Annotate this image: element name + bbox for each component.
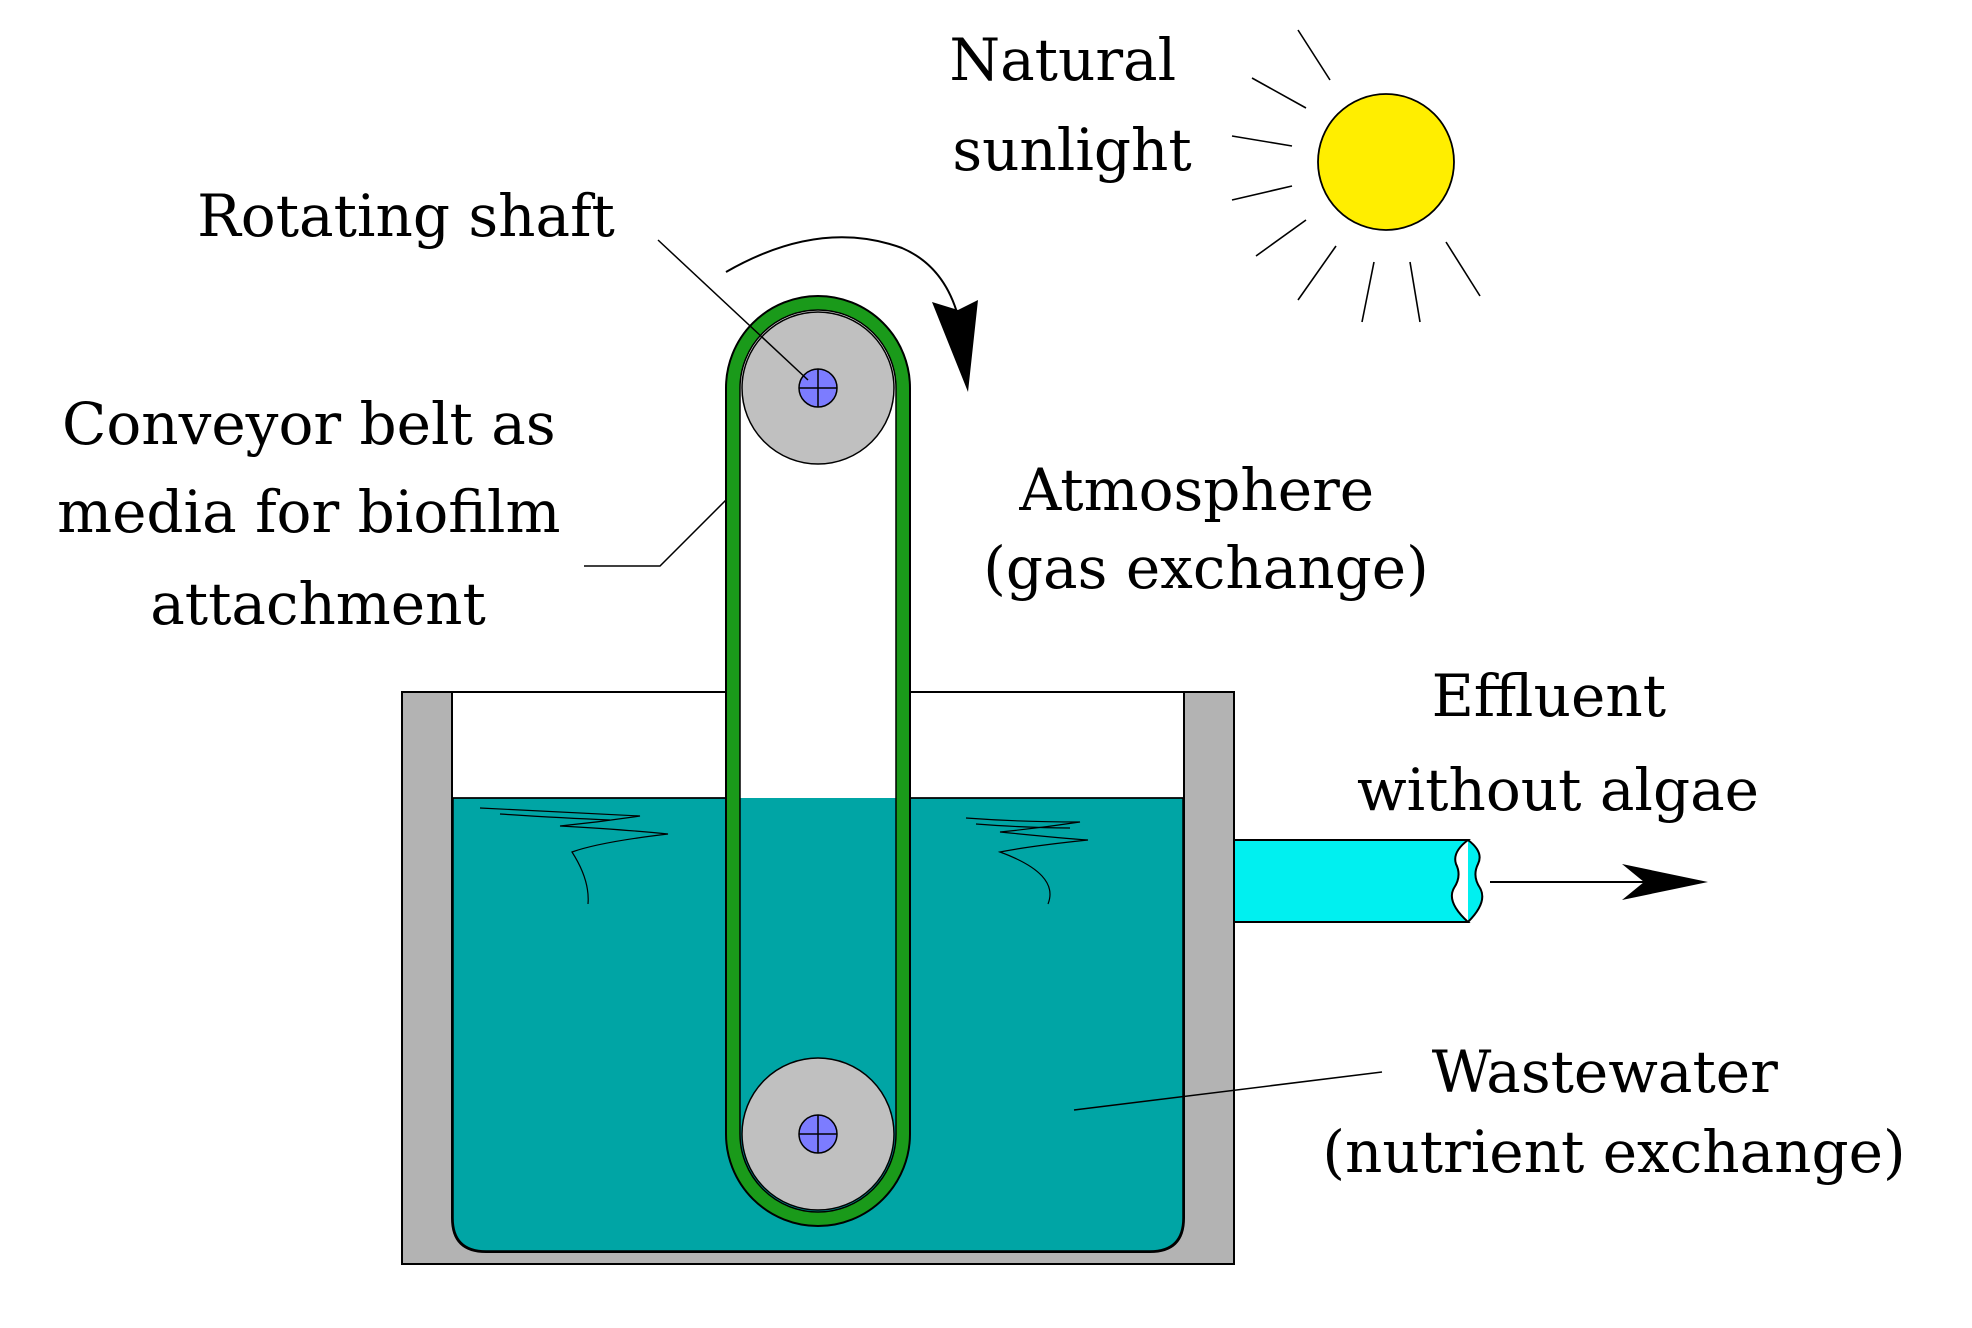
belt-leader	[584, 499, 727, 567]
bottom-shaft-icon	[798, 1114, 838, 1154]
effluent-pipe-body	[1233, 839, 1471, 923]
sun-disc	[1317, 93, 1455, 231]
effluent-label: Effluent without algae	[1357, 662, 1759, 824]
conveyor-belt-inner-edge	[739, 309, 897, 1213]
clockwise-arrow-icon	[725, 236, 978, 392]
top-pulley	[741, 311, 895, 465]
shaft-leader	[657, 239, 809, 381]
wastewater-label: Wastewater (nutrient exchange)	[1322, 1038, 1905, 1186]
leader-lines	[584, 239, 1383, 1111]
ripple-left	[479, 807, 669, 905]
sun-rays	[1231, 29, 1481, 323]
shaft-label: Rotating shaft	[197, 182, 615, 250]
right-arrow-icon	[1490, 864, 1708, 900]
wastewater-leader	[1073, 1071, 1383, 1111]
belt-label: Conveyor belt as media for biofilm attac…	[57, 390, 579, 638]
top-shaft-icon	[798, 368, 838, 408]
conveyor-belt-assembly	[725, 295, 911, 1227]
effluent-pipe-end	[1467, 839, 1484, 923]
sunlight-label: Natural sunlight	[949, 26, 1194, 184]
atmosphere-label: Atmosphere (gas exchange)	[983, 456, 1428, 602]
effluent-pipe	[1233, 839, 1484, 923]
sun-icon	[1231, 29, 1481, 323]
bottom-pulley	[741, 1057, 895, 1211]
ripple-right	[965, 817, 1089, 905]
